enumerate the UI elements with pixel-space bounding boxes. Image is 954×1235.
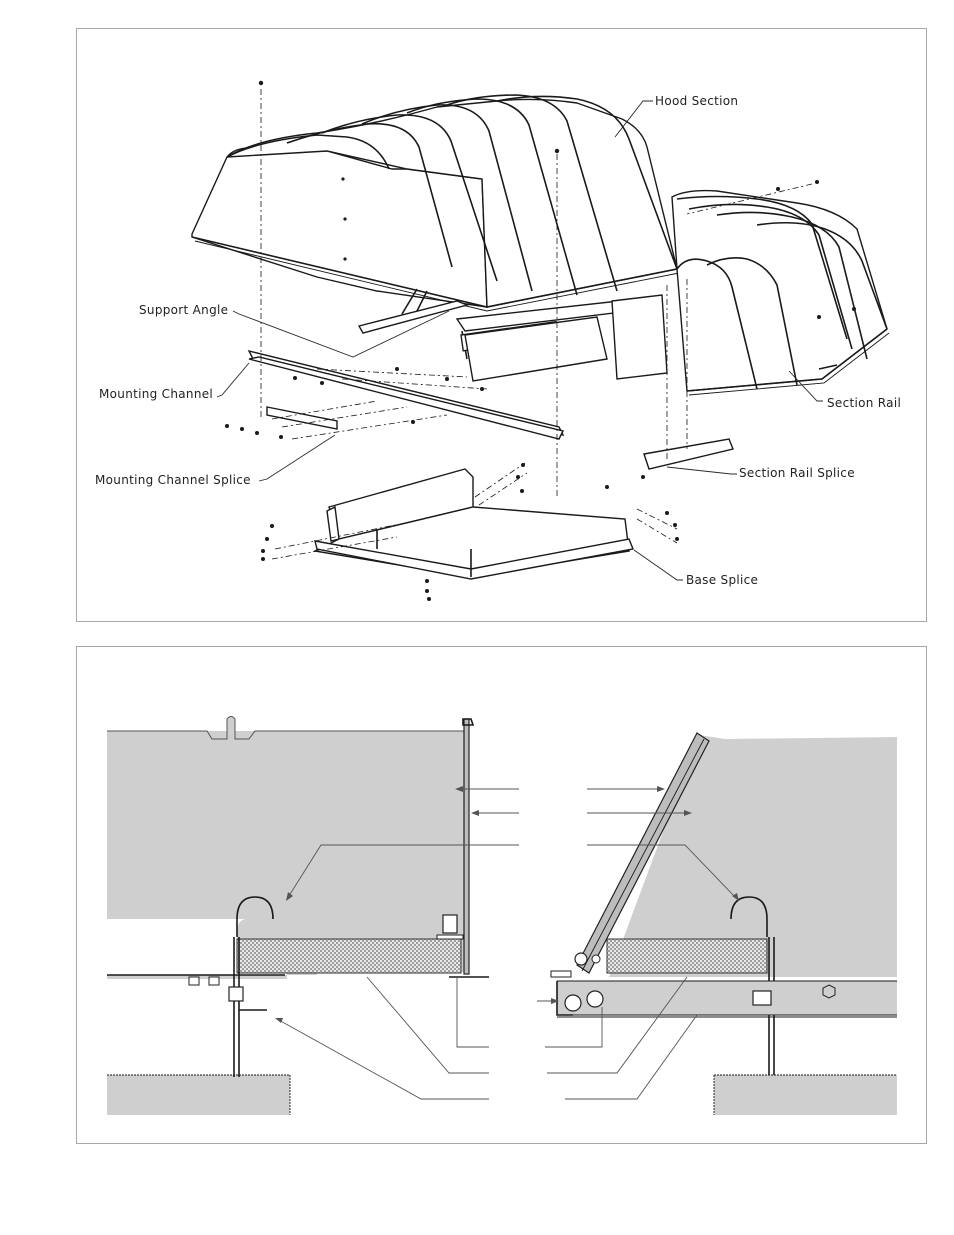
label-hood-section: Hood Section <box>655 94 738 108</box>
right-section-detail <box>550 732 897 1115</box>
leader-arrows <box>275 786 739 1100</box>
label-mounting-channel-splice: Mounting Channel Splice <box>95 473 251 487</box>
support-angle <box>357 294 668 382</box>
mounting-channel <box>247 349 565 440</box>
label-support-angle: Support Angle <box>139 303 228 317</box>
base-assembly <box>312 468 634 580</box>
leader-lines <box>216 100 823 581</box>
label-section-rail: Section Rail <box>827 396 901 410</box>
fasteners <box>225 80 856 601</box>
hood-section-right <box>643 189 890 470</box>
exploded-view-drawing: Hood Section Support Angle Mounting Chan… <box>95 80 901 601</box>
section-detail-drawing <box>107 716 897 1115</box>
label-base-splice: Base Splice <box>686 573 758 587</box>
exploded-view-panel: Hood Section Support Angle Mounting Chan… <box>76 28 927 622</box>
left-section-detail <box>107 716 489 1115</box>
hood-section-left <box>191 94 680 316</box>
label-section-rail-splice: Section Rail Splice <box>739 466 855 480</box>
section-detail-panel <box>76 646 927 1144</box>
label-mounting-channel: Mounting Channel <box>99 387 213 401</box>
